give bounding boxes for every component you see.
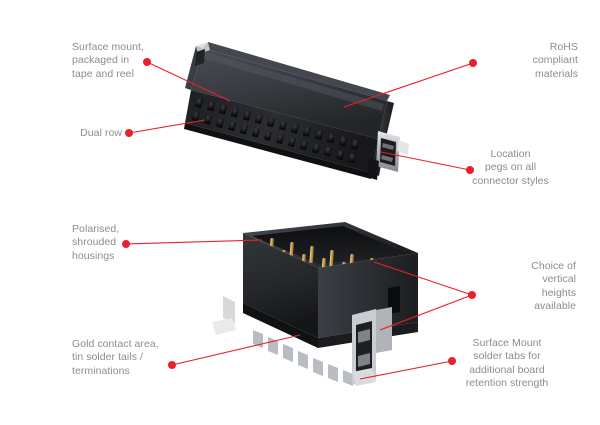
callout-polarised-shrouded-housings: Polarised, shrouded housings bbox=[72, 223, 120, 262]
callout-dot-location-pegs[interactable] bbox=[466, 166, 474, 174]
callout-dot-surface-mount-solder-tabs[interactable] bbox=[448, 357, 456, 365]
callout-dot-gold-contact-tin-solder-tails[interactable] bbox=[168, 361, 176, 369]
callout-rohs-compliant: RoHS compliant materials bbox=[532, 41, 578, 80]
socket-bottom-lip bbox=[184, 123, 372, 179]
callout-dot-rohs-compliant[interactable] bbox=[469, 59, 477, 67]
header-tab-notch-a bbox=[358, 329, 370, 343]
product-dual-row-socket bbox=[184, 42, 409, 180]
callout-surface-mount-tape-reel: Surface mount, packaged in tape and reel bbox=[72, 41, 144, 80]
socket-top-highlight bbox=[202, 52, 384, 111]
callout-dot-dual-row[interactable] bbox=[125, 129, 133, 137]
product-shrouded-header bbox=[212, 222, 418, 386]
socket-right-end-face bbox=[378, 101, 394, 142]
socket-tab-cutout bbox=[380, 138, 396, 166]
header-tab-outer-plate bbox=[376, 307, 392, 353]
socket-tab-notch-upper bbox=[382, 143, 394, 150]
socket-location-peg bbox=[397, 140, 409, 155]
callout-dot-choice-of-vertical-heights[interactable] bbox=[468, 291, 476, 299]
socket-tab-leg bbox=[367, 158, 379, 180]
socket-hole-row-lower bbox=[192, 111, 356, 164]
header-left-solder-tab bbox=[212, 296, 236, 335]
callout-choice-of-vertical-heights: Choice of vertical heights available bbox=[531, 260, 576, 313]
socket-rear-edge bbox=[203, 42, 390, 101]
header-shroud-cavity bbox=[252, 226, 409, 264]
header-right-solder-tab-assembly bbox=[352, 307, 392, 386]
callout-location-pegs: Location pegs on all connector styles bbox=[472, 148, 549, 187]
socket-top-face bbox=[191, 48, 387, 139]
callout-dot-surface-mount-tape-reel[interactable] bbox=[143, 58, 151, 66]
callout-dual-row: Dual row bbox=[80, 127, 122, 139]
callout-dot-polarised-shrouded-housings[interactable] bbox=[122, 240, 130, 248]
callout-gold-contact-tin-solder-tails: Gold contact area, tin solder tails / te… bbox=[72, 338, 159, 377]
socket-hole-row-upper bbox=[195, 98, 359, 150]
callout-surface-mount-solder-tabs: Surface Mount solder tabs for additional… bbox=[465, 337, 549, 390]
